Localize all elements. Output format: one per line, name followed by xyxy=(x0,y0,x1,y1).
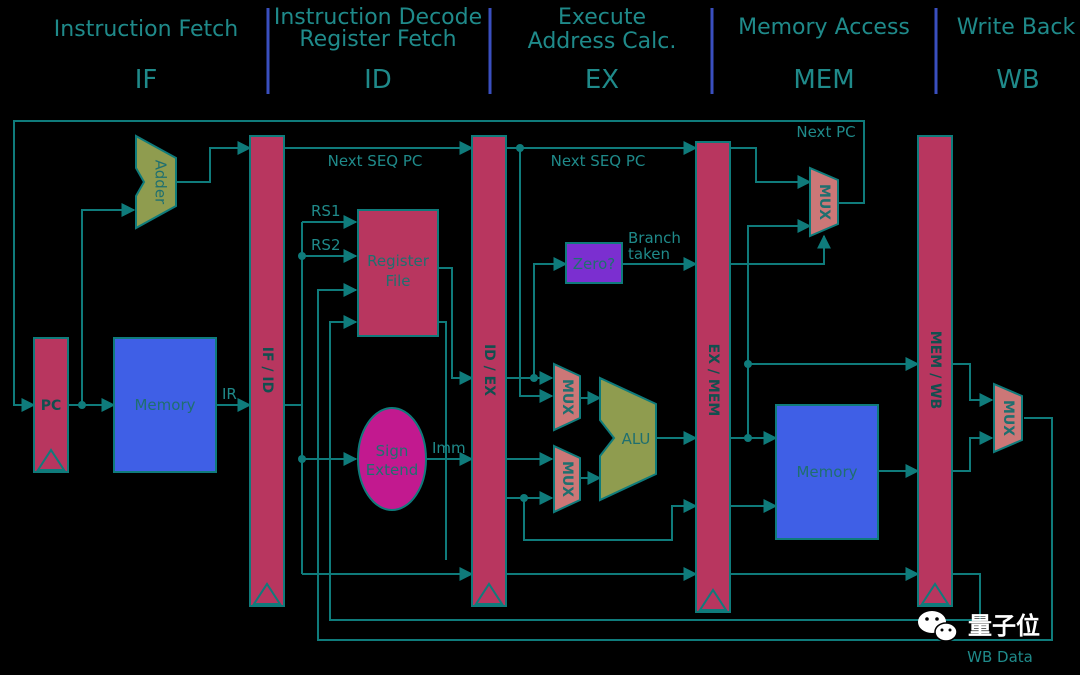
stage-wb-abbr: WB xyxy=(996,65,1040,95)
register-file-label-1: Register xyxy=(367,252,430,270)
stage-headers: Instruction Fetch IF Instruction Decode … xyxy=(54,5,1076,95)
stage-mem-title: Memory Access xyxy=(738,15,910,40)
pc-label: PC xyxy=(41,398,62,414)
mux-next-pc: MUX xyxy=(809,166,839,238)
alu-label: ALU xyxy=(622,430,651,448)
data-memory: Memory xyxy=(775,404,879,540)
junction-dot xyxy=(530,374,538,382)
watermark: 量子位 xyxy=(918,611,1040,642)
id-ex-label: ID / EX xyxy=(481,344,497,396)
register-file-label-2: File xyxy=(385,272,410,290)
junction-dot xyxy=(298,252,306,260)
pipeline-register-ex-mem: EX / MEM xyxy=(695,141,731,613)
branch-label: Branch xyxy=(628,229,681,247)
sign-extend: Sign Extend xyxy=(357,407,427,511)
regfile-out-b xyxy=(438,321,447,560)
next-pc-wire xyxy=(13,120,865,412)
register-file: Register File xyxy=(357,209,439,337)
mux-alu-a: MUX xyxy=(553,362,581,432)
zero-detector: Zero? xyxy=(565,242,623,284)
sign-extend-label-2: Extend xyxy=(366,461,419,479)
adder-out-wire xyxy=(176,141,252,183)
junction-dot xyxy=(744,360,752,368)
stage-if-title: Instruction Fetch xyxy=(54,17,238,42)
wb-data-label: WB Data xyxy=(967,648,1033,666)
mux-label: MUX xyxy=(1000,400,1016,436)
alu: ALU xyxy=(599,376,657,502)
regfile-out-a xyxy=(438,267,474,385)
memwb-a-to-mux xyxy=(952,363,994,407)
wechat-icon xyxy=(918,611,958,642)
stage-id-abbr: ID xyxy=(364,65,392,95)
mux-label: MUX xyxy=(816,184,832,220)
wb-dest-wire xyxy=(329,315,981,621)
adder-label: Adder xyxy=(152,160,170,205)
pipeline-register-id-ex: ID / EX xyxy=(471,135,507,607)
adder: Adder xyxy=(135,134,177,230)
next-pc-label: Next PC xyxy=(796,123,855,141)
stage-mem-abbr: MEM xyxy=(793,65,854,95)
pc-register: PC xyxy=(33,337,69,473)
data-memory-label: Memory xyxy=(796,463,857,481)
stage-ex-abbr: EX xyxy=(585,65,619,95)
if-id-label: IF / ID xyxy=(259,347,275,393)
ex-mem-label: EX / MEM xyxy=(705,344,721,417)
seq-pc-to-mux xyxy=(519,148,554,403)
instruction-memory: Memory xyxy=(113,337,217,473)
junction-dot xyxy=(520,494,528,502)
stage-ex-title: Execute xyxy=(558,5,646,30)
exmem-branch-to-mux xyxy=(730,234,831,265)
junction-dots xyxy=(78,144,752,502)
pc-to-adder-wire xyxy=(81,203,136,405)
signal-labels: Next PC Next SEQ PC Next SEQ PC RS1 RS2 … xyxy=(222,123,1033,666)
stage-wb-title: Write Back xyxy=(957,15,1076,40)
junction-dot xyxy=(516,144,524,152)
memwb-b-to-mux xyxy=(952,431,994,472)
pipeline-register-if-id: IF / ID xyxy=(249,135,285,607)
next-seq-pc-label-1: Next SEQ PC xyxy=(328,152,423,170)
imm-label: Imm xyxy=(432,439,466,457)
junction-dot xyxy=(744,434,752,442)
junction-dot xyxy=(78,401,86,409)
watermark-text: 量子位 xyxy=(968,612,1040,640)
taken-label: taken xyxy=(628,245,670,263)
mux-label: MUX xyxy=(559,379,575,415)
ir-label: IR xyxy=(222,385,237,403)
idex-a-out xyxy=(506,257,568,379)
exmem-seq-pc-to-mux xyxy=(730,147,812,189)
stage-id-title: Instruction Decode xyxy=(274,5,482,30)
wires xyxy=(13,120,1053,641)
mux-alu-b: MUX xyxy=(553,444,581,514)
pipeline-register-mem-wb: MEM / WB xyxy=(917,135,953,607)
zero-label: Zero? xyxy=(573,255,615,273)
stage-if-abbr: IF xyxy=(135,65,158,95)
idex-b-to-exmem xyxy=(523,498,698,541)
mux-label: MUX xyxy=(559,461,575,497)
stage-id-subtitle: Register Fetch xyxy=(299,27,456,52)
next-seq-pc-label-2: Next SEQ PC xyxy=(551,152,646,170)
mem-wb-label: MEM / WB xyxy=(927,331,943,409)
sign-extend-label-1: Sign xyxy=(376,442,409,460)
mux-write-back: MUX xyxy=(993,382,1023,454)
junction-dot xyxy=(298,455,306,463)
wb-data-wire xyxy=(317,283,1053,641)
rs1-label: RS1 xyxy=(311,202,341,220)
rs2-label: RS2 xyxy=(311,236,341,254)
stage-ex-subtitle: Address Calc. xyxy=(528,29,677,54)
instruction-memory-label: Memory xyxy=(134,396,195,414)
